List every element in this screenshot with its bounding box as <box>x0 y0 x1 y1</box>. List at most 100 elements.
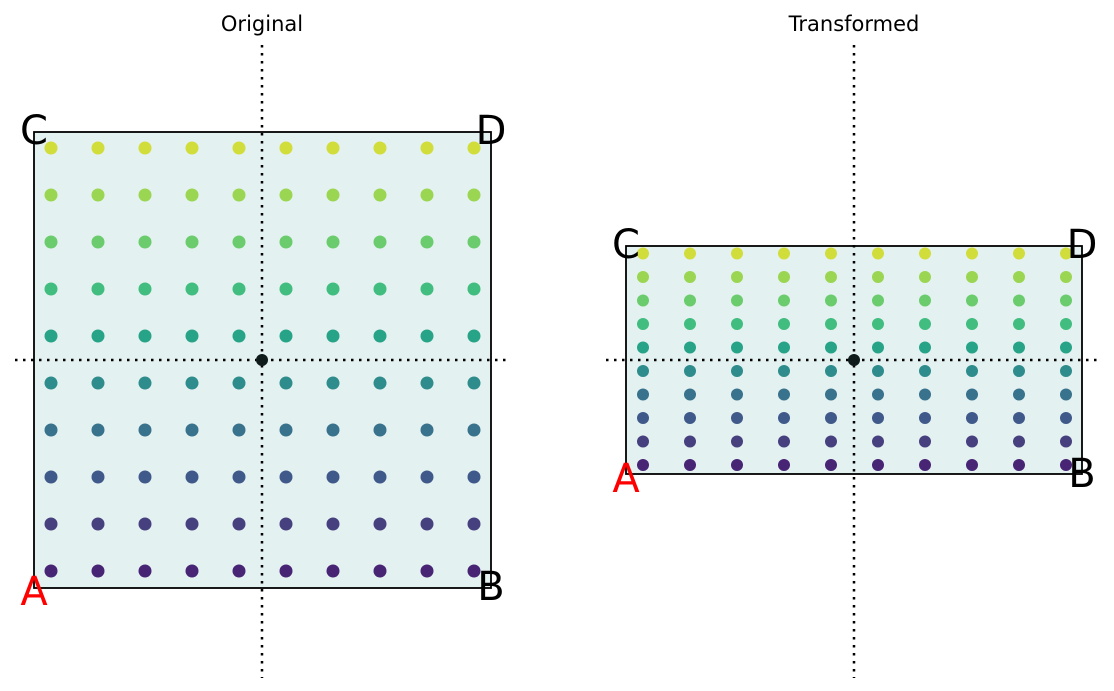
original-dot-r5-c1 <box>44 376 58 390</box>
transformed-dot-r4-c1 <box>637 388 649 401</box>
transformed-dot-r6-c3 <box>731 341 743 354</box>
original-dot-r2-c4 <box>185 517 199 531</box>
transformed-dot-r3-c3 <box>731 412 743 424</box>
original-dot-r4-c2 <box>91 423 105 437</box>
original-center-point <box>256 354 268 366</box>
original-dot-r9-c3 <box>138 188 152 202</box>
transformed-center-point <box>848 354 860 366</box>
original-dot-r7-c6 <box>279 282 293 296</box>
original-dot-r10-c9 <box>420 141 434 155</box>
original-dot-r1-c4 <box>185 564 199 578</box>
transformed-dot-r5-c10 <box>1060 365 1072 377</box>
transformed-dot-r2-c10 <box>1060 435 1072 448</box>
transformed-dot-r2-c6 <box>872 435 884 448</box>
original-dot-r4-c6 <box>279 423 293 437</box>
transformed-dot-r7-c10 <box>1060 318 1072 330</box>
original-dot-r3-c10 <box>467 470 481 484</box>
transformed-label-d: D <box>1067 222 1098 268</box>
transformed-dot-r7-c9 <box>1013 318 1025 330</box>
transformed-dot-r10-c8 <box>966 247 978 260</box>
original-dot-r5-c4 <box>185 376 199 390</box>
transformed-dot-r5-c6 <box>872 365 884 377</box>
original-dot-r6-c4 <box>185 329 199 343</box>
transformed-dot-r4-c5 <box>825 388 837 401</box>
transformed-dot-r6-c6 <box>872 341 884 354</box>
original-dot-r10-c5 <box>232 141 246 155</box>
transformed-dot-r8-c2 <box>684 294 696 307</box>
transformed-dot-r4-c4 <box>778 388 790 401</box>
transformed-dot-r8-c9 <box>1013 294 1025 307</box>
original-dot-r8-c8 <box>373 235 387 249</box>
transformed-dot-r6-c1 <box>637 341 649 354</box>
original-dot-r10-c7 <box>326 141 340 155</box>
original-dot-r10-c8 <box>373 141 387 155</box>
transformed-dot-r9-c1 <box>637 271 649 283</box>
original-dot-r6-c1 <box>44 329 58 343</box>
original-panel: Original A B C D <box>15 12 510 678</box>
transformed-dot-r2-c4 <box>778 435 790 448</box>
original-dot-r5-c6 <box>279 376 293 390</box>
original-dot-r6-c6 <box>279 329 293 343</box>
transformed-dot-r3-c6 <box>872 412 884 424</box>
original-dot-r6-c7 <box>326 329 340 343</box>
original-dot-r10-c4 <box>185 141 199 155</box>
original-dot-r7-c2 <box>91 282 105 296</box>
transformed-dot-r9-c7 <box>919 271 931 283</box>
original-dot-r2-c7 <box>326 517 340 531</box>
transformed-dot-r7-c7 <box>919 318 931 330</box>
original-dot-r3-c7 <box>326 470 340 484</box>
original-dot-r1-c10 <box>467 564 481 578</box>
transformed-dot-r1-c4 <box>778 459 790 471</box>
original-dot-r6-c5 <box>232 329 246 343</box>
original-dot-r10-c2 <box>91 141 105 155</box>
original-dot-r4-c8 <box>373 423 387 437</box>
original-dot-r2-c5 <box>232 517 246 531</box>
transformed-label-c: C <box>612 222 640 268</box>
original-dot-r3-c8 <box>373 470 387 484</box>
transformed-dot-r9-c3 <box>731 271 743 283</box>
original-dot-r4-c5 <box>232 423 246 437</box>
transformed-title: Transformed <box>788 12 920 36</box>
transformed-dot-r4-c2 <box>684 388 696 401</box>
transformed-dot-r8-c5 <box>825 294 837 307</box>
transformed-dot-r8-c6 <box>872 294 884 307</box>
original-dot-r7-c3 <box>138 282 152 296</box>
original-dot-r8-c10 <box>467 235 481 249</box>
original-dot-r7-c8 <box>373 282 387 296</box>
original-dot-r6-c9 <box>420 329 434 343</box>
transformed-dot-r8-c10 <box>1060 294 1072 307</box>
original-dot-r5-c3 <box>138 376 152 390</box>
transformed-dot-r1-c6 <box>872 459 884 471</box>
original-dot-r9-c4 <box>185 188 199 202</box>
transformed-dot-r2-c9 <box>1013 435 1025 448</box>
transformed-dot-r2-c7 <box>919 435 931 448</box>
transformed-dot-r3-c2 <box>684 412 696 424</box>
original-dot-r9-c1 <box>44 188 58 202</box>
original-dot-r5-c10 <box>467 376 481 390</box>
original-dot-r3-c2 <box>91 470 105 484</box>
original-dot-r8-c4 <box>185 235 199 249</box>
original-dot-r9-c10 <box>467 188 481 202</box>
transformed-dot-r3-c10 <box>1060 412 1072 424</box>
transformed-dot-r8-c1 <box>637 294 649 307</box>
original-dot-r8-c9 <box>420 235 434 249</box>
transformed-dot-r1-c7 <box>919 459 931 471</box>
transformed-dot-r7-c5 <box>825 318 837 330</box>
transformed-dot-r2-c8 <box>966 435 978 448</box>
original-dot-r9-c7 <box>326 188 340 202</box>
original-dot-r3-c3 <box>138 470 152 484</box>
original-dot-r3-c5 <box>232 470 246 484</box>
transformed-label-b: B <box>1068 451 1095 497</box>
original-dot-r5-c2 <box>91 376 105 390</box>
transformed-dot-grid <box>637 247 1072 471</box>
transformed-dot-r3-c7 <box>919 412 931 424</box>
original-dot-r10-c3 <box>138 141 152 155</box>
transformed-dot-r5-c9 <box>1013 365 1025 377</box>
original-label-d: D <box>476 108 507 154</box>
original-dot-r8-c6 <box>279 235 293 249</box>
transformed-dot-r1-c10 <box>1060 459 1072 471</box>
original-dot-r9-c9 <box>420 188 434 202</box>
original-dot-r2-c6 <box>279 517 293 531</box>
original-dot-r4-c1 <box>44 423 58 437</box>
